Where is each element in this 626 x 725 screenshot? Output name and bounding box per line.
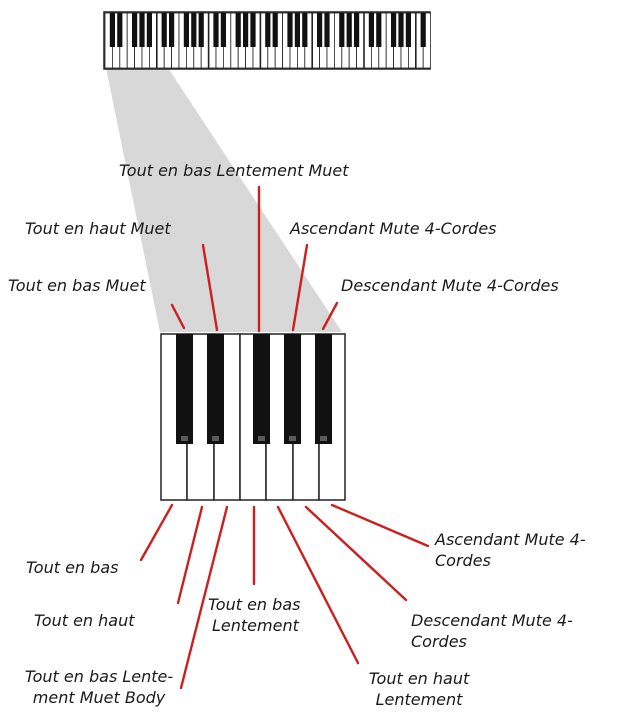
mini-black-key	[420, 13, 426, 47]
label-line: Tout en bas Lente-	[24, 667, 174, 686]
label-descendant-mute-4-cordes-white: Descendant Mute 4- Cordes	[411, 610, 601, 652]
callout-line-body	[179, 505, 229, 690]
mini-black-key	[146, 13, 152, 47]
mini-black-key	[117, 13, 123, 47]
mini-black-key	[169, 13, 175, 47]
mini-black-key	[213, 13, 219, 47]
mini-black-key	[139, 13, 145, 47]
mini-black-key	[198, 13, 204, 47]
label-tout-en-bas-lentement-muet: Tout en bas Lentement Muet	[119, 161, 349, 180]
black-key-5-highlight	[320, 436, 327, 441]
mini-black-key	[109, 13, 115, 47]
callout-line-ascendant-4	[291, 243, 309, 332]
mini-black-key	[243, 13, 249, 47]
mini-black-key	[250, 13, 256, 47]
mini-keyboard	[103, 11, 432, 70]
label-tout-en-bas-lentement: Tout en bas Lentement	[208, 594, 318, 636]
mini-black-key	[302, 13, 308, 47]
black-key-1-highlight	[181, 436, 188, 441]
zoom-wedge	[106, 68, 342, 332]
mini-black-key	[183, 13, 189, 47]
callout-line-haut-muet	[201, 243, 219, 332]
label-descendant-mute-4-cordes: Descendant Mute 4-Cordes	[341, 276, 559, 295]
callout-line-descendant-4	[321, 301, 339, 331]
label-tout-en-bas: Tout en bas	[26, 558, 119, 577]
callout-line-bas-muet	[170, 303, 186, 330]
callout-line-haut-lentement	[276, 505, 360, 665]
mini-black-key	[405, 13, 411, 47]
black-key-3	[253, 334, 270, 444]
mini-black-key	[272, 13, 278, 47]
mini-black-key	[324, 13, 330, 47]
label-line: Descendant Mute 4-	[411, 611, 573, 630]
black-key-3-highlight	[258, 436, 265, 441]
callout-line-bas	[139, 503, 174, 562]
mini-black-key	[220, 13, 226, 47]
label-line: Lentement	[212, 616, 299, 635]
label-line: Tout en bas	[208, 595, 301, 614]
mini-black-key	[161, 13, 167, 47]
mini-black-key	[346, 13, 352, 47]
black-key-1	[176, 334, 193, 444]
mini-black-key	[191, 13, 197, 47]
mini-black-key	[294, 13, 300, 47]
mini-black-key	[339, 13, 345, 47]
mini-black-key	[317, 13, 323, 47]
label-ascendant-mute-4-cordes-white: Ascendant Mute 4- Cordes	[435, 529, 620, 571]
label-line: Cordes	[435, 551, 491, 570]
mini-black-key	[235, 13, 241, 47]
zoomed-keyboard	[160, 333, 346, 501]
label-tout-en-haut-lentement: Tout en haut Lentement	[354, 668, 484, 710]
label-line: ment Muet Body	[32, 688, 166, 707]
label-tout-en-bas-muet: Tout en bas Muet	[8, 276, 146, 295]
black-key-4	[284, 334, 301, 444]
label-line: Cordes	[411, 632, 467, 651]
callout-line-ascendant	[330, 503, 430, 548]
black-key-4-highlight	[289, 436, 296, 441]
black-key-2	[207, 334, 224, 444]
mini-black-key	[265, 13, 271, 47]
black-key-5	[315, 334, 332, 444]
callout-line-descendant	[304, 505, 408, 602]
label-line: Ascendant Mute 4-	[435, 530, 586, 549]
label-tout-en-bas-lentement-muet-body: Tout en bas Lente- ment Muet Body	[14, 666, 184, 708]
mini-black-key	[354, 13, 360, 47]
mini-black-key	[391, 13, 397, 47]
label-ascendant-mute-4-cordes: Ascendant Mute 4-Cordes	[290, 219, 497, 238]
mini-black-key	[376, 13, 382, 47]
mini-black-key	[132, 13, 138, 47]
black-key-2-highlight	[212, 436, 219, 441]
mini-black-key	[287, 13, 293, 47]
label-tout-en-haut: Tout en haut	[34, 611, 135, 630]
mini-black-key	[398, 13, 404, 47]
label-line: Tout en haut	[368, 669, 470, 688]
callout-line-haut	[176, 505, 204, 605]
label-line: Lentement	[375, 690, 463, 709]
mini-black-key	[368, 13, 374, 47]
label-tout-en-haut-muet: Tout en haut Muet	[25, 219, 171, 238]
